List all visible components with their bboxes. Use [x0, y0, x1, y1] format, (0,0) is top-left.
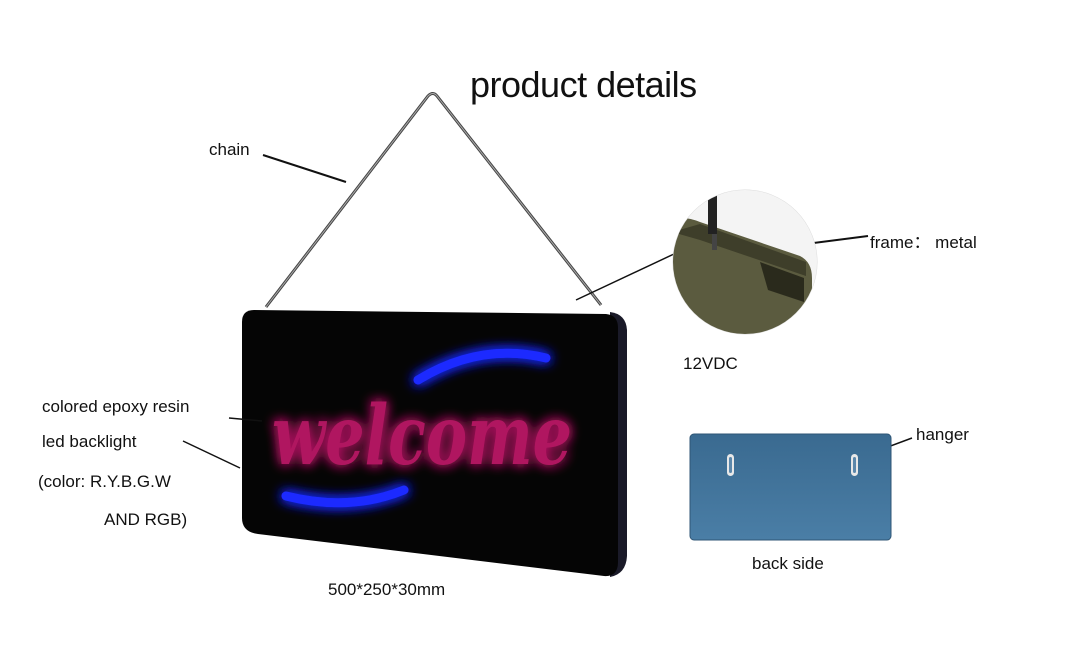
top-neon-arc — [413, 348, 551, 385]
page-title: product details — [470, 64, 697, 105]
hanger-label: hanger — [916, 425, 969, 444]
back-side-label: back side — [752, 554, 824, 573]
epoxy-label: colored epoxy resin — [42, 397, 190, 416]
sign-welcome-text: welcome — [272, 388, 572, 484]
color-options-label-line2: AND RGB) — [104, 510, 188, 529]
chain-line — [264, 92, 603, 308]
epoxy-pointer — [228, 417, 263, 422]
bottom-neon-arc — [281, 485, 409, 508]
chain-label: chain — [209, 140, 250, 159]
voltage-label: 12VDC — [683, 354, 738, 373]
hanger-slot-left — [727, 454, 734, 476]
color-options-label-line1: (color: R.Y.B.G.W — [38, 472, 171, 491]
frame-detail-callout — [672, 189, 818, 335]
sign-body — [242, 310, 618, 577]
frame-label: frame： metal — [870, 233, 977, 252]
frame-callout-pointer — [575, 253, 675, 301]
hanger-slot-right — [851, 454, 858, 476]
back-side-plate — [689, 433, 892, 541]
backlight-pointer — [182, 440, 241, 469]
chain-pointer — [262, 154, 347, 183]
backlight-label: led backlight — [42, 432, 137, 451]
dimensions-label: 500*250*30mm — [328, 580, 446, 599]
